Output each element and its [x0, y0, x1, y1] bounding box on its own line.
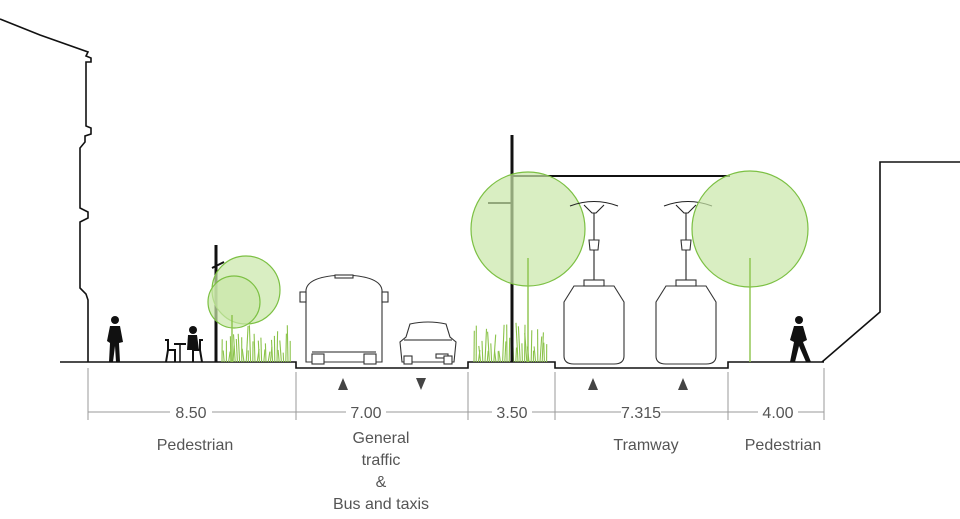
- right-building-facade: [821, 161, 960, 363]
- grass-blade: [478, 345, 482, 363]
- grass-blade: [484, 328, 488, 363]
- section-label-pedestrian-right: Pedestrian: [745, 437, 822, 454]
- grass-blade: [490, 343, 493, 363]
- grass-blade: [237, 333, 241, 363]
- section-label-general-traffic-line1: General: [353, 430, 410, 447]
- grass-blade: [486, 350, 489, 363]
- grass-blade: [286, 325, 289, 363]
- width-label-median: 3.50: [496, 405, 527, 422]
- width-label-general-traffic: 7.00: [350, 405, 381, 422]
- grass-blade: [257, 340, 260, 363]
- grass-blade: [248, 325, 252, 363]
- grass-blade: [253, 333, 256, 363]
- grass-blade: [241, 348, 245, 363]
- grass-blade: [277, 349, 280, 363]
- grass-blade: [521, 343, 523, 363]
- tram-arrow-up-track2: [678, 378, 688, 390]
- grass-left: [221, 325, 291, 363]
- grass-blade: [493, 334, 497, 363]
- grass-blade: [543, 342, 545, 363]
- grass-blade: [232, 334, 236, 363]
- grass-blade: [541, 332, 544, 363]
- grass-blade: [279, 340, 282, 363]
- grass-blade: [517, 326, 521, 363]
- grass-blade: [260, 337, 263, 363]
- grass-median: [473, 322, 548, 363]
- cafe-table-figure: [165, 326, 203, 363]
- tram-arrow-up-track1: [588, 378, 598, 390]
- grass-blade: [515, 347, 518, 363]
- grass-blade: [508, 337, 511, 363]
- dimension-line: [87, 368, 825, 420]
- grass-blade: [264, 343, 267, 363]
- tram-vehicle-1: [563, 200, 625, 365]
- grass-blade: [530, 330, 533, 363]
- grass-blade: [285, 333, 287, 363]
- grass-blade: [502, 324, 505, 363]
- tree-right: [691, 170, 809, 362]
- section-label-general-traffic-line2: traffic: [362, 452, 401, 469]
- bus-vehicle: [299, 274, 389, 365]
- pedestrian-figure-right: [790, 316, 811, 362]
- grass-blade: [481, 340, 484, 363]
- width-label-pedestrian-left: 8.50: [175, 405, 206, 422]
- grass-blade: [504, 341, 507, 363]
- grass-blade: [270, 339, 274, 363]
- grass-blade: [498, 350, 501, 363]
- section-label-general-traffic-line3: &: [376, 474, 387, 491]
- traffic-arrow-down-lane2: [416, 378, 426, 390]
- grass-blade: [515, 322, 519, 363]
- section-label-pedestrian-left: Pedestrian: [157, 437, 234, 454]
- left-building-facade: [0, 18, 92, 362]
- section-label-general-traffic-line4: Bus and taxis: [333, 496, 429, 513]
- grass-blade: [276, 331, 279, 363]
- grass-blade: [228, 351, 231, 363]
- grass-blade: [263, 349, 266, 363]
- grass-blade: [267, 351, 271, 363]
- grass-blade: [487, 331, 490, 363]
- tree-left-pair: [207, 255, 281, 362]
- grass-blade: [245, 325, 249, 363]
- section-label-tramway: Tramway: [613, 437, 678, 454]
- grass-blade: [524, 332, 528, 363]
- pedestrian-figure-left: [107, 316, 123, 362]
- car-vehicle: [399, 321, 457, 365]
- width-label-tramway: 7.315: [621, 405, 661, 422]
- grass-blade: [533, 346, 537, 363]
- grass-blade: [539, 336, 543, 363]
- width-label-pedestrian-right: 4.00: [762, 405, 793, 422]
- grass-blade: [222, 350, 225, 363]
- tree-median: [470, 171, 586, 362]
- grass-blade: [494, 351, 497, 363]
- grass-blade: [235, 338, 238, 363]
- traffic-arrow-up-lane1: [338, 378, 348, 390]
